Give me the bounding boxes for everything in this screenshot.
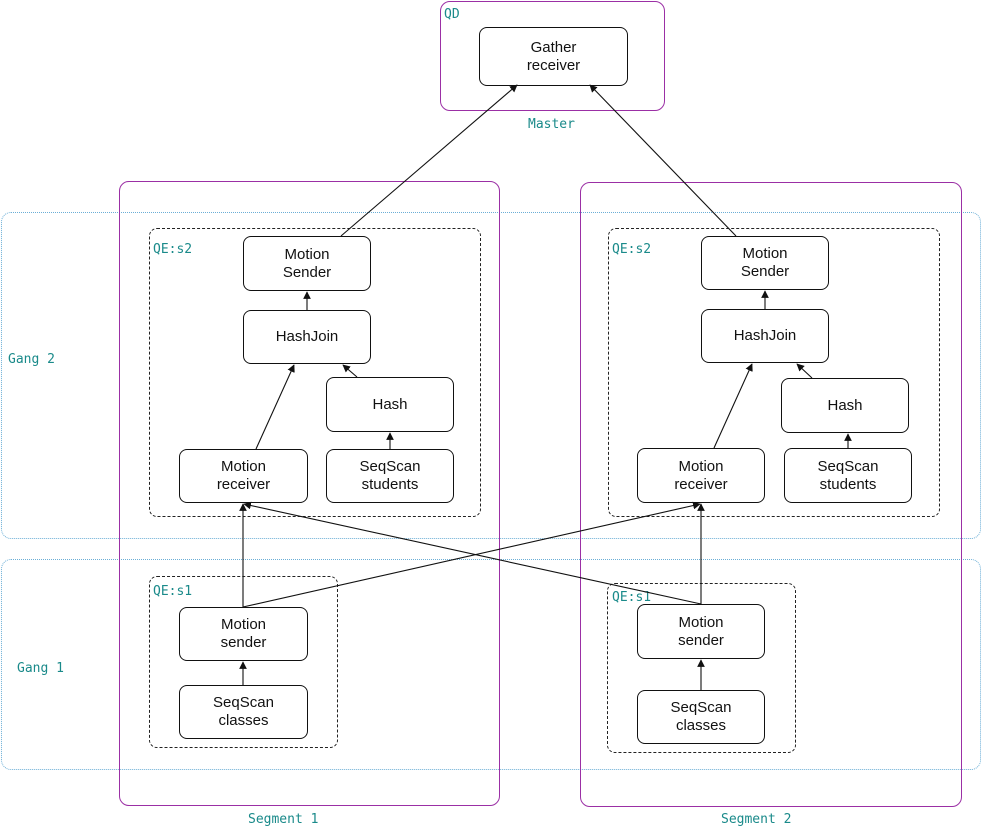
segment-2-seqscan-classes-node: SeqScan classes [637, 690, 765, 744]
gang-2-region [1, 212, 981, 539]
arrow-seg1-sender-to-seg2-receiver [242, 501, 701, 608]
segment-1-motion-sender-bottom-node: Motion sender [179, 607, 308, 661]
segment-2-label: Segment 2 [721, 812, 792, 827]
segment-1-motion-sender-node: Motion Sender [243, 236, 371, 291]
arrow-seg1-hash-to-hashjoin [342, 364, 358, 378]
segment-1-qe-s2-box [149, 228, 481, 517]
arrow-seg2-receiver-to-hashjoin [713, 363, 753, 449]
segment-1-motion-receiver-node: Motion receiver [179, 449, 308, 503]
segment-2-qe-s2-box [608, 228, 940, 517]
arrow-seg2-sender-to-seg1-receiver [243, 501, 702, 605]
segment-1-hash-node: Hash [326, 377, 454, 432]
segment-2-qe-s2-label: QE:s2 [612, 242, 652, 257]
gang-1-region [1, 559, 981, 770]
segment-1-qe-s2-label: QE:s2 [153, 242, 193, 257]
segment-2-seqscan-students-node: SeqScan students [784, 448, 912, 503]
segment-2-motion-receiver-node: Motion receiver [637, 448, 765, 503]
arrow-seg2-hash-to-hashjoin [796, 363, 813, 379]
segment-1-seqscan-students-node: SeqScan students [326, 449, 454, 503]
gang-2-label: Gang 2 [8, 352, 55, 367]
segment-1-hashjoin-node: HashJoin [243, 310, 371, 364]
master-label: Master [528, 117, 575, 132]
segment-1-qe-s1-label: QE:s1 [153, 584, 193, 599]
arrow-seg1-sender-to-gather [340, 84, 518, 237]
segment-2-motion-sender-bottom-node: Motion sender [637, 604, 765, 659]
segment-2-hashjoin-node: HashJoin [701, 309, 829, 363]
gang-1-label: Gang 1 [17, 661, 64, 676]
qd-label: QD [444, 7, 460, 22]
arrow-seg1-receiver-to-hashjoin [255, 364, 295, 450]
segment-2-hash-node: Hash [781, 378, 909, 433]
master-box [440, 1, 665, 111]
gather-receiver-node: Gather receiver [479, 27, 628, 86]
segment-1-label: Segment 1 [248, 812, 319, 827]
segment-1-box [119, 181, 500, 806]
segment-2-qe-s1-label: QE:s1 [612, 590, 652, 605]
segment-2-box [580, 182, 962, 807]
segment-1-seqscan-classes-node: SeqScan classes [179, 685, 308, 739]
segment-2-motion-sender-node: Motion Sender [701, 236, 829, 290]
arrow-seg2-sender-to-gather [589, 84, 737, 237]
